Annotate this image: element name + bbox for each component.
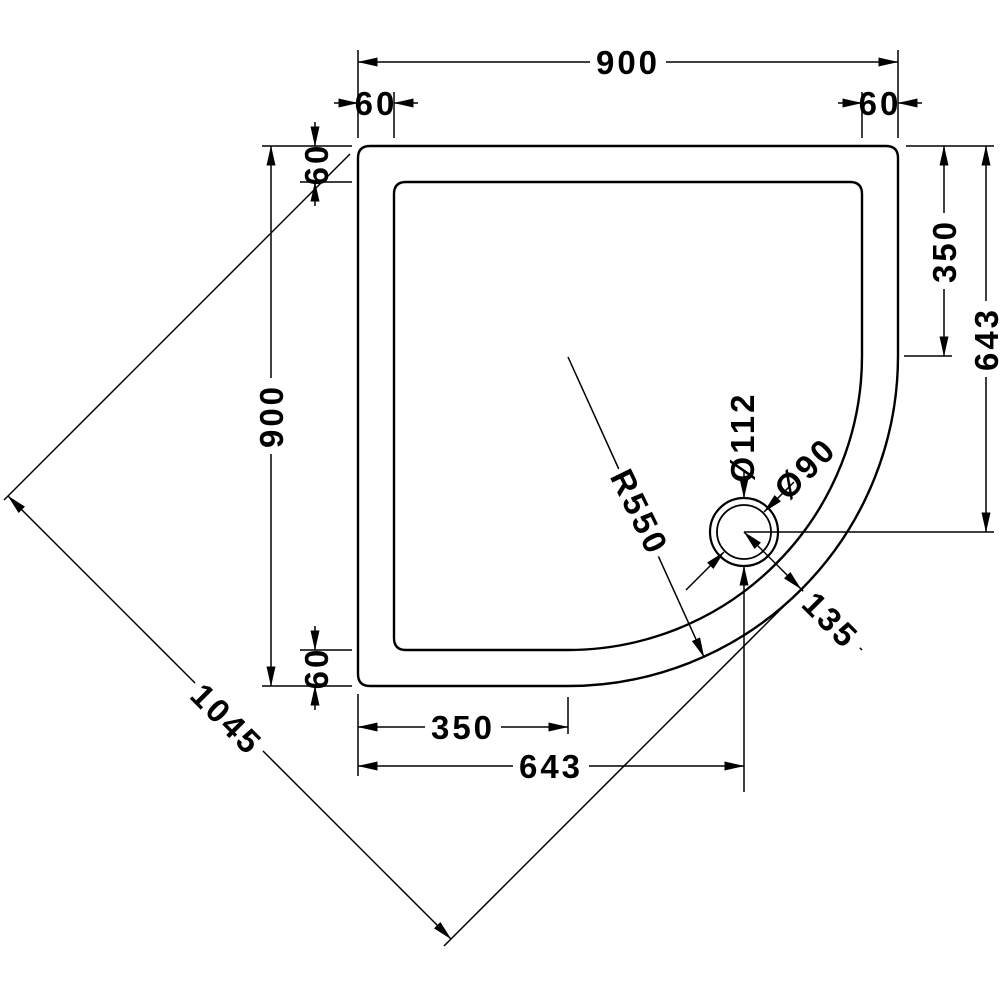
dim-left-rim-bottom: 60	[298, 647, 335, 690]
dim-bottom-straight: 350	[431, 709, 495, 746]
label-right-waste-offset: 643	[968, 301, 1000, 377]
label-top-width: 900	[590, 44, 666, 81]
dimension-labels: 900 60 60 900 60 60 350 643 350	[181, 44, 1000, 785]
label-diagonal: 1045	[181, 673, 273, 765]
dimension-lines	[7, 57, 991, 940]
dim-corner-radius: R550	[603, 463, 676, 561]
dim-top-rim-right: 60	[859, 85, 902, 122]
label-bottom-waste-offset: 643	[513, 748, 589, 785]
label-left-depth: 900	[253, 378, 290, 454]
dim-waste-to-edge-line	[743, 531, 802, 590]
extension-lines	[3, 50, 994, 947]
dim-right-straight: 350	[926, 219, 963, 283]
ext-diagonal-from-corner	[3, 153, 351, 501]
dim-waste-inner-dia: Ø90	[767, 430, 844, 507]
dim-left-depth: 900	[253, 384, 290, 448]
dim-bottom-waste-offset: 643	[519, 748, 583, 785]
dim-right-waste-offset: 643	[968, 307, 1000, 371]
label-left-rim-bottom: 60	[298, 647, 335, 690]
label-left-rim-top: 60	[298, 143, 335, 186]
label-top-rim-right: 60	[859, 85, 902, 122]
label-waste-outer-dia: Ø112	[724, 392, 761, 483]
dim-waste-outer-dia: Ø112	[724, 392, 761, 483]
arrow-stubs	[310, 98, 922, 710]
label-waste-to-edge: 135	[790, 579, 872, 661]
ext-diagonal-from-arc	[443, 595, 795, 947]
label-top-rim-left: 60	[355, 85, 398, 122]
dim-left-rim-top: 60	[298, 143, 335, 186]
dim-top-width: 900	[596, 44, 660, 81]
dim-top-rim-left: 60	[355, 85, 398, 122]
label-right-straight: 350	[926, 213, 963, 289]
stub-waste-inner-sw	[685, 551, 725, 591]
label-waste-inner-dia: Ø90	[767, 430, 844, 507]
label-bottom-straight: 350	[425, 709, 501, 746]
label-corner-radius: R550	[603, 461, 677, 563]
stub-waste-inner-ne	[763, 481, 795, 513]
